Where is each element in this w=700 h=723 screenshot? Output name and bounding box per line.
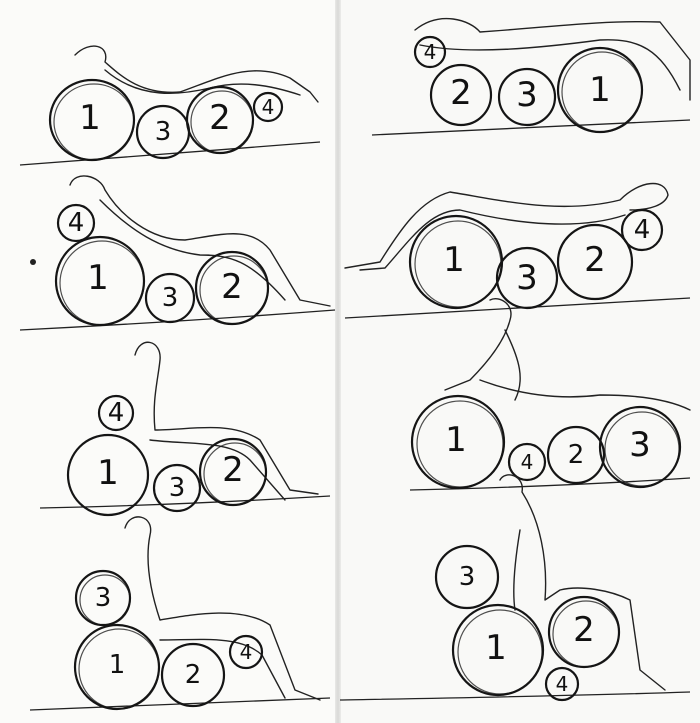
ball-label: 4 bbox=[68, 208, 85, 238]
ball-label: 4 bbox=[521, 450, 534, 474]
sketch-3: 4 1 3 2 bbox=[20, 176, 335, 330]
ball-label: 4 bbox=[108, 398, 125, 428]
ball-label: 2 bbox=[209, 98, 231, 138]
sketch-2: 4 2 3 1 bbox=[372, 19, 690, 135]
ball-label: 4 bbox=[634, 215, 651, 245]
ball-label: 2 bbox=[185, 660, 202, 690]
ball-label: 3 bbox=[629, 425, 651, 465]
ball-label: 3 bbox=[155, 117, 172, 147]
ball-label: 2 bbox=[221, 267, 243, 307]
ball-label: 3 bbox=[95, 583, 112, 613]
ball-label: 4 bbox=[424, 40, 437, 64]
sketch-1: 1 3 2 4 bbox=[20, 46, 320, 165]
sketch-7: 3 1 2 4 bbox=[30, 517, 330, 710]
sketch-6: 1 4 2 3 bbox=[410, 299, 690, 490]
ball-label: 1 bbox=[87, 258, 109, 298]
floor-line bbox=[340, 692, 690, 700]
floor-line bbox=[372, 120, 690, 135]
sketch-5: 4 1 3 2 bbox=[40, 342, 330, 515]
ball-label: 3 bbox=[459, 562, 476, 592]
floor-line bbox=[345, 298, 690, 318]
ball-label: 1 bbox=[97, 453, 119, 493]
ball-label: 1 bbox=[445, 420, 467, 460]
ball-label: 3 bbox=[169, 473, 186, 503]
ink-dot bbox=[30, 259, 36, 265]
ball-label: 2 bbox=[568, 440, 585, 470]
ball-label: 3 bbox=[516, 258, 538, 298]
ball-label: 3 bbox=[516, 75, 538, 115]
ball-label: 3 bbox=[162, 283, 179, 313]
figure-standing bbox=[500, 475, 665, 690]
ball-label: 1 bbox=[443, 240, 465, 280]
ball-label: 1 bbox=[485, 628, 507, 668]
ball-label: 4 bbox=[262, 95, 275, 119]
figure-lying bbox=[75, 46, 318, 102]
ball-label: 1 bbox=[589, 70, 611, 110]
sketch-8: 3 1 2 4 bbox=[340, 475, 690, 700]
ball-label: 1 bbox=[109, 650, 126, 680]
ball-label: 2 bbox=[573, 610, 595, 650]
ball-label: 4 bbox=[556, 672, 569, 696]
ball-label: 1 bbox=[79, 98, 101, 138]
ball-label: 2 bbox=[222, 450, 244, 490]
ball-label: 4 bbox=[240, 640, 253, 664]
ball-label: 2 bbox=[584, 240, 606, 280]
figure-arched bbox=[445, 299, 690, 410]
figure-seated bbox=[125, 517, 320, 700]
sketch-4: 1 3 2 4 bbox=[345, 184, 690, 318]
ball-label: 2 bbox=[450, 73, 472, 113]
